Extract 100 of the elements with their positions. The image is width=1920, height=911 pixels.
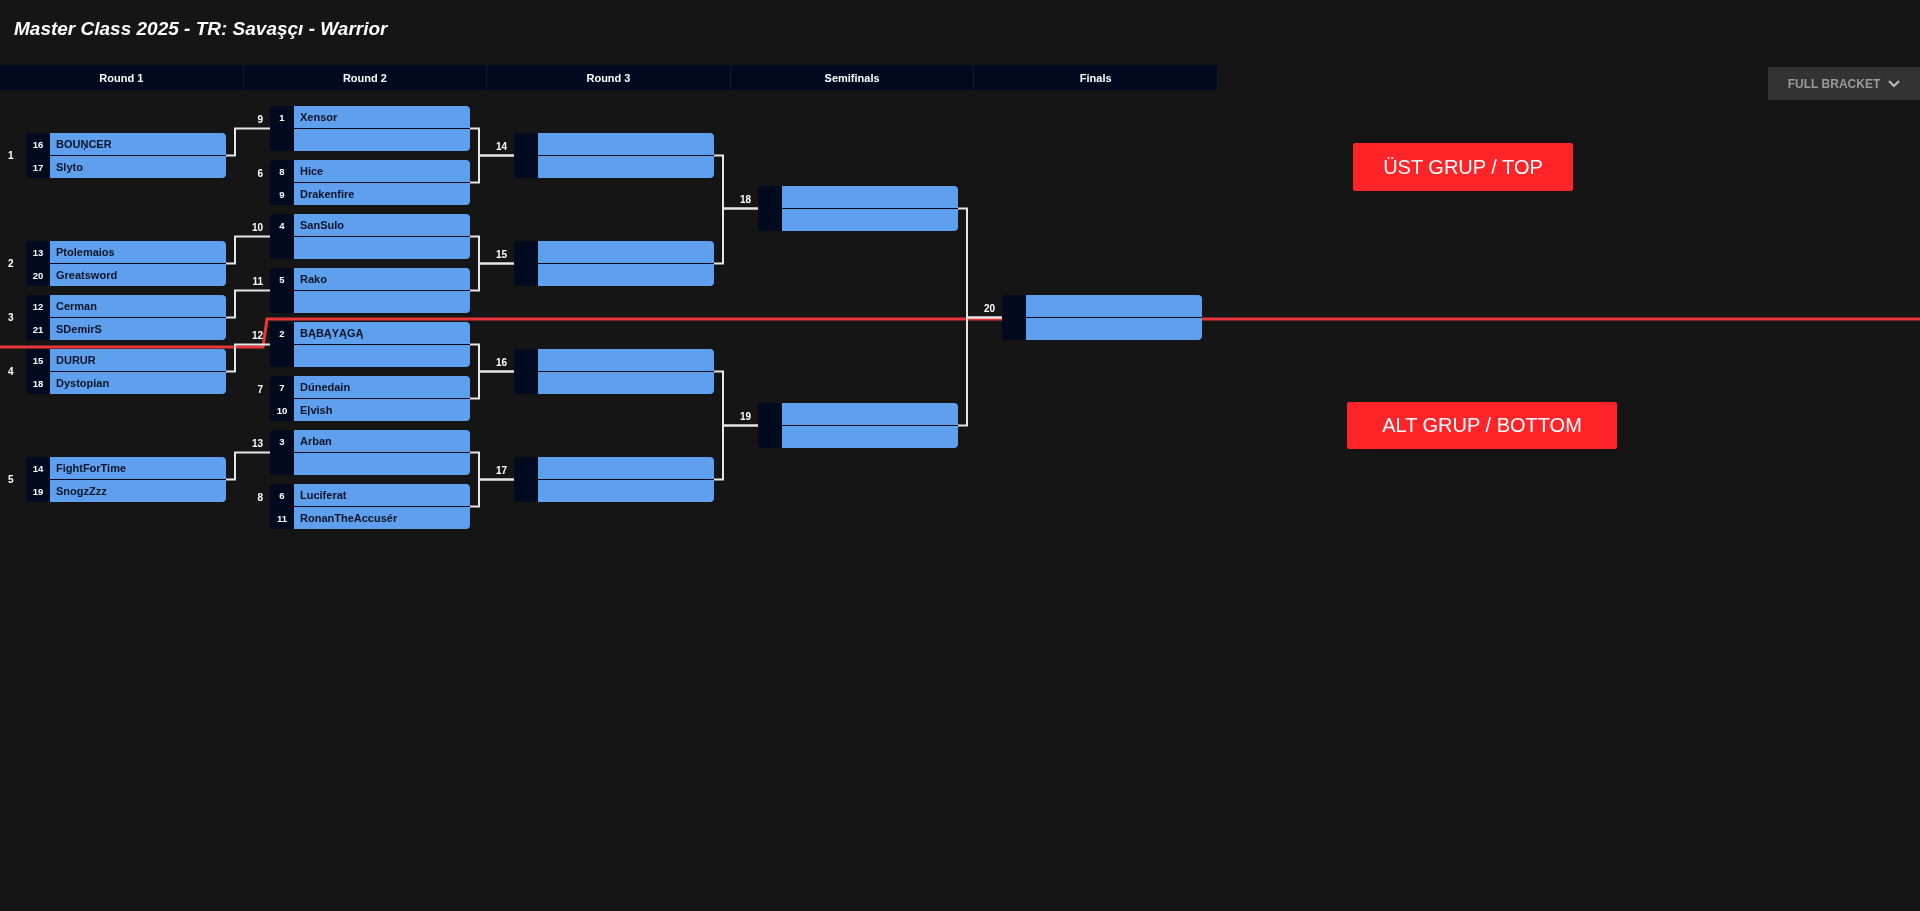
seed-number: 21 (31, 322, 45, 337)
player-name: SanSulo (294, 214, 470, 236)
match-number: 6 (257, 167, 263, 179)
bracket-connector (713, 424, 759, 481)
seed-number: 1 (278, 110, 286, 125)
player-name: Arban (294, 430, 470, 452)
player-name: Ptolemaios (50, 241, 226, 263)
empty-player-row (514, 133, 714, 155)
match-box (270, 106, 470, 151)
match-box (514, 349, 714, 394)
bracket-connector (469, 478, 515, 508)
match-number: 8 (257, 491, 263, 503)
empty-player-row (1002, 295, 1202, 317)
match-number: 13 (251, 437, 263, 449)
match-box (514, 133, 714, 178)
seed-number: 11 (275, 511, 288, 526)
empty-player-row (270, 129, 470, 151)
bracket-connector (469, 370, 515, 400)
match-number: 10 (251, 221, 263, 233)
bracket-title: Master Class 2025 - TR: Savaşçı - Warrior (14, 18, 388, 40)
match-number: 4 (8, 366, 14, 377)
empty-player-row (758, 209, 958, 231)
match-box (26, 133, 226, 178)
round-header-text: Round 3 (586, 71, 631, 84)
match-number: 11 (252, 275, 263, 287)
round-header-text: Round 1 (99, 71, 144, 84)
match-box (26, 457, 226, 502)
player-name: DURUR (50, 349, 226, 371)
round-header-text: Round 2 (342, 71, 387, 84)
empty-player-row (758, 186, 958, 208)
player-name: Greatsword (50, 264, 226, 286)
player-name: Drakenfire (294, 183, 470, 205)
seed-number: 20 (31, 268, 45, 283)
player-name: Slyto (50, 156, 226, 178)
seed-number: 19 (31, 484, 45, 499)
seed-number: 15 (31, 353, 45, 368)
bracket-connector (225, 343, 271, 373)
match-box (26, 295, 226, 340)
match-number: 18 (739, 193, 751, 205)
seed-number: 3 (278, 434, 286, 449)
match-number: 7 (257, 383, 263, 395)
player-name: Rako (294, 268, 470, 290)
match-number: 17 (495, 464, 507, 476)
match-box (26, 241, 226, 286)
player-name: SDemirS (50, 318, 226, 340)
seed-number: 10 (275, 403, 289, 418)
empty-player-row (270, 453, 470, 475)
match-box (270, 268, 470, 313)
player-name: Dúnedain (294, 376, 470, 398)
bracket-connector (469, 154, 515, 184)
match-box (26, 349, 226, 394)
match-number: 14 (495, 140, 507, 152)
player-name: BOUŅCER (50, 133, 226, 155)
seed-number: 17 (31, 160, 45, 175)
seed-number: 16 (31, 137, 45, 152)
empty-player-row (514, 241, 714, 263)
match-box (514, 241, 714, 286)
player-name: Hice (294, 160, 470, 182)
bracket-connector (957, 316, 1003, 427)
player-name: BĄBĄYĄGĄ (294, 322, 470, 344)
match-number: 9 (257, 113, 263, 125)
group-tag: ÜST GRUP / TOP (1353, 143, 1573, 191)
match-box (270, 160, 470, 205)
match-number: 1 (8, 150, 14, 161)
group-tag: ALT GRUP / BOTTOM (1347, 402, 1617, 449)
bracket-connector (225, 289, 271, 319)
player-name: Luciferat (294, 484, 470, 506)
match-number: 3 (8, 312, 14, 323)
seed-number: 6 (278, 488, 286, 503)
empty-player-row (514, 156, 714, 178)
empty-player-row (514, 372, 714, 394)
bracket-connector (225, 127, 271, 157)
match-box (270, 430, 470, 475)
match-box (270, 484, 470, 529)
player-name: Xensor (294, 106, 470, 128)
match-number: 16 (495, 356, 507, 368)
match-box (270, 214, 470, 259)
seed-number: 9 (278, 187, 286, 202)
player-name: Dystopian (50, 372, 226, 394)
empty-player-row (1002, 318, 1202, 340)
round-header-text: Finals (1079, 71, 1112, 84)
empty-player-row (270, 291, 470, 313)
seed-number: 8 (278, 164, 286, 179)
match-box (758, 186, 958, 231)
match-box (1002, 295, 1202, 340)
player-name: Cerman (50, 295, 226, 317)
seed-number: 7 (278, 380, 286, 395)
match-number: 2 (8, 258, 14, 269)
empty-player-row (514, 480, 714, 502)
match-number: 15 (495, 248, 507, 260)
seed-number: 5 (278, 272, 286, 287)
seed-number: 14 (31, 461, 45, 476)
bracket-connector (225, 451, 271, 481)
empty-player-row (514, 264, 714, 286)
player-name: FightForTime (50, 457, 226, 479)
seed-number: 12 (31, 299, 45, 314)
empty-player-row (514, 457, 714, 479)
player-name: SnogzZzz (50, 480, 226, 502)
empty-player-row (758, 403, 958, 425)
empty-player-row (270, 237, 470, 259)
